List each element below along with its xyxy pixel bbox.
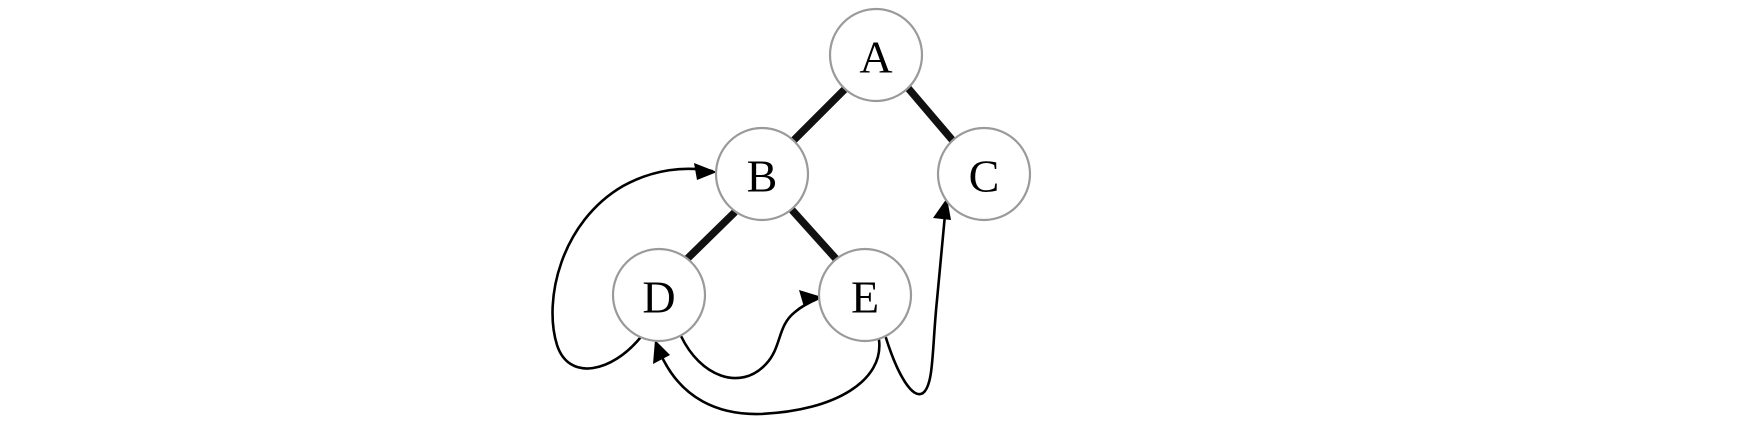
node-b-circle[interactable] xyxy=(714,126,810,222)
arrowhead-d-to-b xyxy=(694,163,717,180)
tree-edge-a-b xyxy=(790,86,848,144)
node-c[interactable]: C xyxy=(936,126,1032,222)
tree-edge-a-c xyxy=(905,85,957,145)
arc-edge-e-to-c xyxy=(884,202,948,396)
node-c-circle[interactable] xyxy=(936,126,1032,222)
arc-edge-d-to-b xyxy=(551,167,714,370)
tree-edge-layer xyxy=(684,85,957,263)
node-c-label: C xyxy=(969,151,1000,202)
node-a-label: A xyxy=(859,32,892,83)
tree-edge-b-d xyxy=(684,209,738,262)
node-e[interactable]: E xyxy=(817,247,913,343)
node-e-circle[interactable] xyxy=(817,247,913,343)
arrowhead-e-to-c xyxy=(933,198,951,220)
node-a-circle[interactable] xyxy=(828,7,924,103)
node-a[interactable]: A xyxy=(828,7,924,103)
node-b-label: B xyxy=(747,151,778,202)
node-d-circle[interactable] xyxy=(611,247,707,343)
arrowhead-e-to-d xyxy=(653,340,670,364)
node-d-label: D xyxy=(642,272,675,323)
node-d[interactable]: D xyxy=(611,247,707,343)
node-e-label: E xyxy=(851,272,879,323)
arrowhead-d-to-e xyxy=(799,290,822,307)
node-layer: A B C D E xyxy=(611,7,1032,343)
arc-edge-layer xyxy=(551,163,951,416)
tree-edge-b-e xyxy=(789,207,840,263)
node-b[interactable]: B xyxy=(714,126,810,222)
